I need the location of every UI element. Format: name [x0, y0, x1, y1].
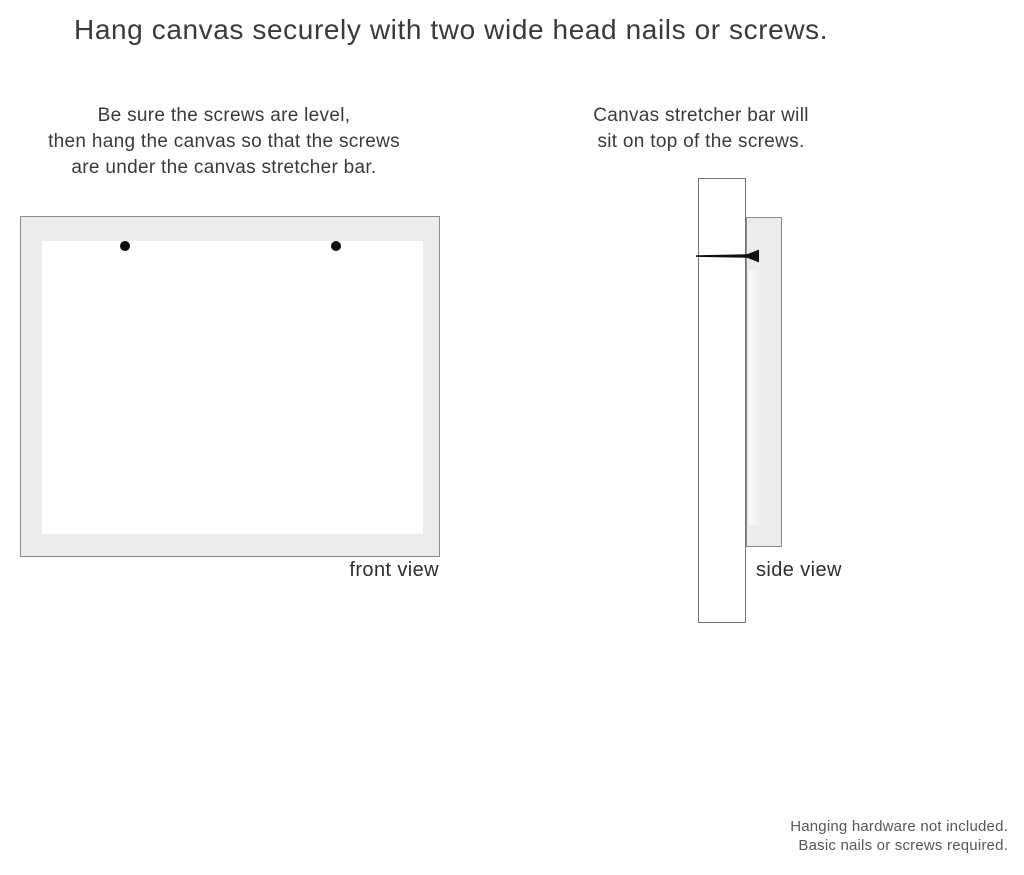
- canvas-side-highlight: [749, 270, 762, 525]
- instruction-front-view: Be sure the screws are level, then hang …: [24, 103, 424, 181]
- side-view-label: side view: [756, 559, 842, 581]
- footer-note: Hanging hardware not included. Basic nai…: [608, 817, 1008, 855]
- instruction-line: are under the canvas stretcher bar.: [71, 157, 377, 178]
- screw-dot-icon: [120, 241, 130, 251]
- instruction-line: Be sure the screws are level,: [97, 105, 351, 126]
- canvas-side-view-diagram: [746, 217, 782, 547]
- canvas-front-view-diagram: [20, 216, 440, 557]
- canvas-inner-face: [42, 241, 423, 534]
- instruction-side-view: Canvas stretcher bar will sit on top of …: [551, 103, 851, 155]
- page-title: Hang canvas securely with two wide head …: [74, 14, 829, 45]
- stretcher-bar: [698, 178, 746, 623]
- instruction-line: sit on top of the screws.: [597, 131, 805, 152]
- footer-line: Hanging hardware not included.: [790, 818, 1008, 835]
- instruction-line: then hang the canvas so that the screws: [48, 131, 400, 152]
- screw-dot-icon: [331, 241, 341, 251]
- instruction-line: Canvas stretcher bar will: [593, 105, 809, 126]
- footer-line: Basic nails or screws required.: [798, 837, 1008, 854]
- front-view-label: front view: [349, 559, 439, 581]
- nail-icon: [696, 249, 759, 263]
